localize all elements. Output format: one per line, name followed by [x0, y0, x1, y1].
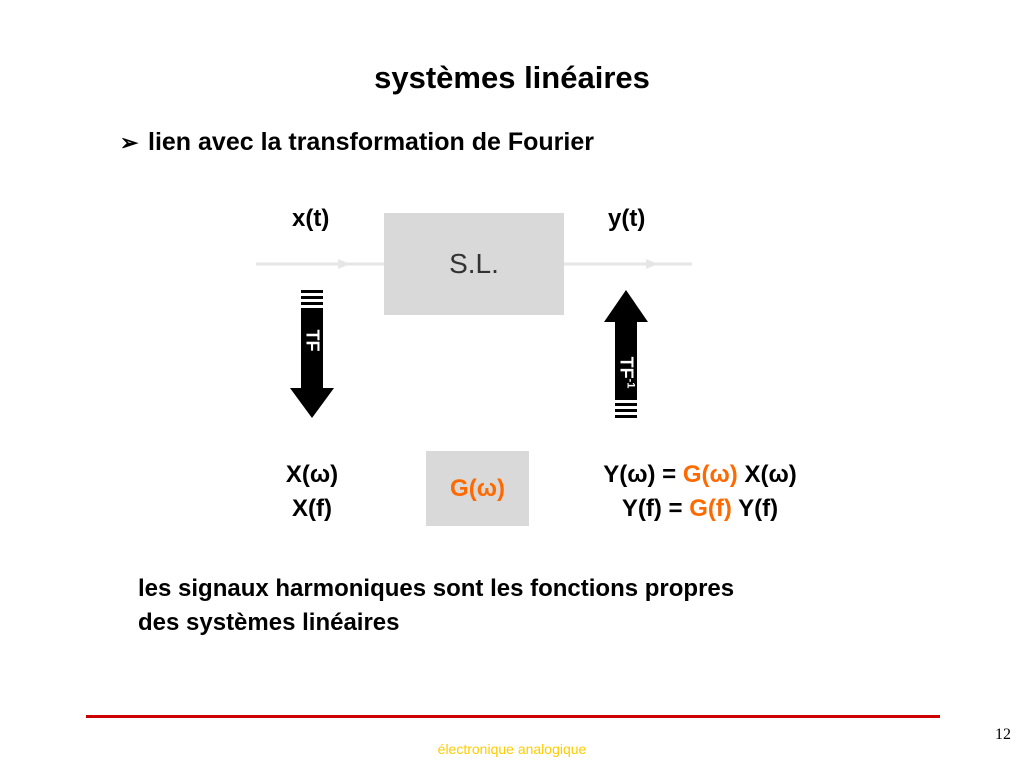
input-arrowhead-icon [338, 259, 350, 269]
tf-inverse-exponent: -1 [624, 378, 637, 389]
input-signal-label: x(t) [292, 205, 330, 232]
bullet-item: ➢ lien avec la transformation de Fourier [120, 128, 594, 157]
eigenfunction-statement: les signaux harmoniques sont les fonctio… [138, 572, 734, 640]
output-signal-label: y(t) [608, 205, 646, 232]
tf-inverse-label: TF-1 [616, 356, 637, 389]
tf-label: TF [302, 329, 323, 352]
output-arrowhead-icon [646, 259, 658, 269]
output-spectrum: Y(ω) = G(ω) X(ω) Y(f) = G(f) Y(f) [570, 458, 830, 526]
output-formula-f: Y(f) = G(f) Y(f) [621, 495, 779, 522]
slide-title: systèmes linéaires [374, 60, 650, 95]
transfer-function-label: G(ω) [450, 474, 505, 502]
page-number: 12 [995, 726, 1011, 743]
output-formula-omega: Y(ω) = G(ω) X(ω) [603, 461, 797, 488]
tf-down-arrow-icon [290, 290, 334, 418]
input-spectrum-f: X(f) [292, 495, 332, 522]
transfer-function-box: G(ω) [426, 451, 529, 526]
input-spectrum: X(ω) X(f) [262, 458, 362, 526]
linear-system-label: S.L. [449, 248, 499, 279]
footer-text: électronique analogique [437, 741, 587, 757]
tf-inverse-up-arrow-icon [604, 290, 648, 418]
linear-system-box: S.L. [384, 213, 564, 315]
footer-rule [86, 715, 940, 718]
statement-line-2: des systèmes linéaires [138, 609, 400, 636]
arrow-bullet-icon: ➢ [120, 130, 139, 155]
bullet-text: lien avec la transformation de Fourier [148, 128, 594, 156]
statement-line-1: les signaux harmoniques sont les fonctio… [138, 575, 735, 602]
input-spectrum-omega: X(ω) [285, 461, 339, 488]
